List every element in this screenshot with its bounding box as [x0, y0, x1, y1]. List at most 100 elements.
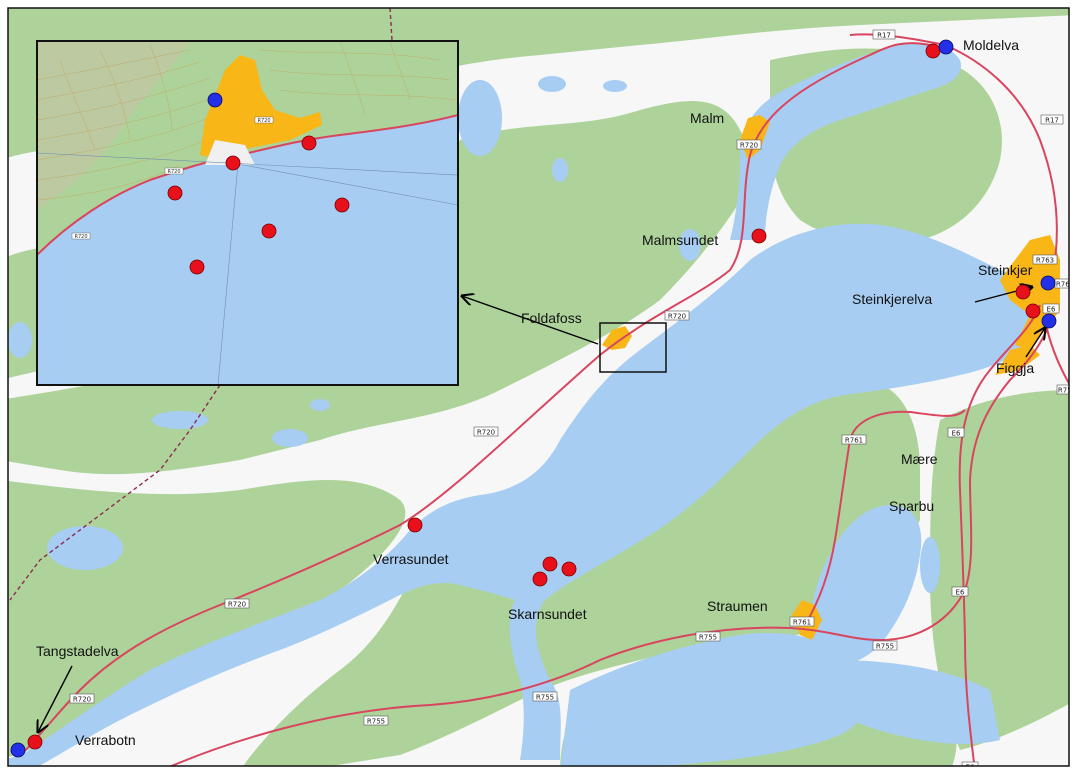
- shield-r720-foldafoss: R720: [664, 310, 690, 321]
- label-verrabotn: Verrabotn: [75, 732, 136, 748]
- inset-site-red-1[interactable]: [301, 135, 317, 151]
- label-maere: Mære: [901, 451, 938, 467]
- svg-text:R720: R720: [73, 696, 91, 704]
- svg-text:R755: R755: [536, 694, 554, 702]
- label-foldafoss: Foldafoss: [521, 310, 582, 326]
- inset-grid-line-h: [37, 152, 458, 176]
- label-steinkjerelva: Steinkjerelva: [852, 291, 932, 307]
- svg-text:R720: R720: [257, 118, 270, 124]
- inset-hillside: [37, 41, 190, 210]
- site-blue-moldelva[interactable]: [938, 39, 954, 55]
- svg-text:R720: R720: [477, 429, 495, 437]
- arrow-figgja: [1025, 328, 1045, 358]
- label-straumen: Straumen: [707, 598, 768, 614]
- svg-text:E6: E6: [966, 764, 975, 771]
- inset-harbour: [205, 140, 255, 165]
- shield-r17-east: R17: [1040, 114, 1064, 125]
- svg-text:R17: R17: [1045, 117, 1059, 125]
- svg-text:R720: R720: [228, 601, 246, 609]
- inset-site-red-6[interactable]: [189, 259, 205, 275]
- shield-r720-malm: R720: [736, 139, 762, 150]
- svg-text:R755: R755: [367, 718, 385, 726]
- site-blue-steinkjerelva[interactable]: [1040, 275, 1056, 291]
- site-red-steinkjer-south[interactable]: [1025, 303, 1041, 319]
- shield-r720-verrabotn: R720: [69, 693, 95, 704]
- inset-grid-line-e: [237, 163, 458, 206]
- arrow-foldafoss-inset: [462, 296, 599, 345]
- svg-text:R17: R17: [877, 32, 891, 40]
- inset-locator-box: [599, 322, 667, 373]
- svg-text:E6: E6: [952, 430, 961, 438]
- arrow-tangstadelva: [38, 665, 73, 732]
- shield-r759: R759: [1056, 384, 1076, 395]
- site-red-verrasundet[interactable]: [407, 517, 423, 533]
- site-red-skarnsundet-3[interactable]: [532, 571, 548, 587]
- shield-r755-mid: R755: [695, 631, 721, 642]
- site-blue-tangstadelva[interactable]: [10, 742, 26, 758]
- shield-r761-straumen: R761: [789, 616, 815, 627]
- svg-text:E6: E6: [956, 589, 965, 597]
- label-verrasundet: Verrasundet: [373, 551, 449, 567]
- inset-shield-r720-a: [254, 116, 274, 124]
- site-red-verrabotn[interactable]: [27, 734, 43, 750]
- label-tangstadelva: Tangstadelva: [36, 643, 119, 659]
- shield-r720-south: R720: [224, 598, 250, 609]
- shield-r755-east: R755: [872, 640, 898, 651]
- svg-text:R720: R720: [167, 169, 180, 175]
- road-network: [19, 33, 1069, 766]
- svg-text:R763: R763: [1036, 257, 1054, 265]
- svg-text:R755: R755: [876, 643, 894, 651]
- place-labels: Moldelva Malm Malmsundet Foldafoss Stein…: [36, 37, 1034, 748]
- svg-text:E6: E6: [1047, 306, 1056, 314]
- pointer-arrows: [38, 287, 1045, 732]
- inset-site-red-3[interactable]: [167, 185, 183, 201]
- shield-r17-north: R17: [872, 29, 896, 40]
- inset-site-red-5[interactable]: [261, 223, 277, 239]
- shield-e6-steinkjer: E6: [1042, 303, 1060, 314]
- inset-grid-line-v: [217, 163, 239, 385]
- shield-r720-mid: R720: [473, 426, 499, 437]
- inset-site-red-2[interactable]: [225, 155, 241, 171]
- municipal-boundary: [9, 8, 393, 601]
- label-malmsundet: Malmsundet: [642, 232, 718, 248]
- sampling-sites: [10, 39, 1057, 758]
- shield-r763: R763: [1032, 254, 1058, 265]
- svg-text:R720: R720: [74, 234, 87, 240]
- site-blue-figgja[interactable]: [1041, 313, 1057, 329]
- inset-site-red-4[interactable]: [334, 197, 350, 213]
- site-red-steinkjer[interactable]: [1015, 284, 1031, 300]
- inset-shield-r720-c: [71, 232, 91, 240]
- inset-frame: [36, 40, 459, 386]
- inset-site-blue[interactable]: [207, 92, 223, 108]
- shield-e6-maere: E6: [947, 427, 965, 438]
- label-figgja: Figgja: [996, 360, 1034, 376]
- svg-text:R759: R759: [1058, 387, 1076, 395]
- site-red-skarnsundet-1[interactable]: [542, 556, 558, 572]
- map-frame: [7, 7, 1070, 767]
- label-skarnsundet: Skarnsundet: [508, 606, 587, 622]
- svg-text:R762: R762: [1056, 281, 1074, 289]
- site-red-moldelva[interactable]: [925, 43, 941, 59]
- inset-urban: [200, 55, 322, 160]
- svg-text:R720: R720: [740, 142, 758, 150]
- svg-text:R755: R755: [699, 634, 717, 642]
- label-moldelva: Moldelva: [963, 37, 1019, 53]
- label-malm: Malm: [690, 110, 724, 126]
- site-red-malmsundet[interactable]: [751, 228, 767, 244]
- water-bodies: [8, 43, 1049, 766]
- shield-r755-skarnsundet: R755: [532, 691, 558, 702]
- shield-r755-west: R755: [363, 715, 389, 726]
- site-red-skarnsundet-2[interactable]: [561, 561, 577, 577]
- shield-r761-north: R761: [841, 434, 867, 445]
- inset-map-foldafoss[interactable]: R720 R720 R720: [36, 40, 459, 386]
- label-sparbu: Sparbu: [889, 498, 934, 514]
- shield-r762: R762: [1054, 278, 1074, 289]
- svg-text:R761: R761: [845, 437, 863, 445]
- svg-text:R720: R720: [668, 313, 686, 321]
- svg-text:R761: R761: [793, 619, 811, 627]
- inset-shield-r720-b: [164, 167, 184, 175]
- label-steinkjer: Steinkjer: [978, 262, 1033, 278]
- shield-e6-south: E6: [961, 761, 979, 771]
